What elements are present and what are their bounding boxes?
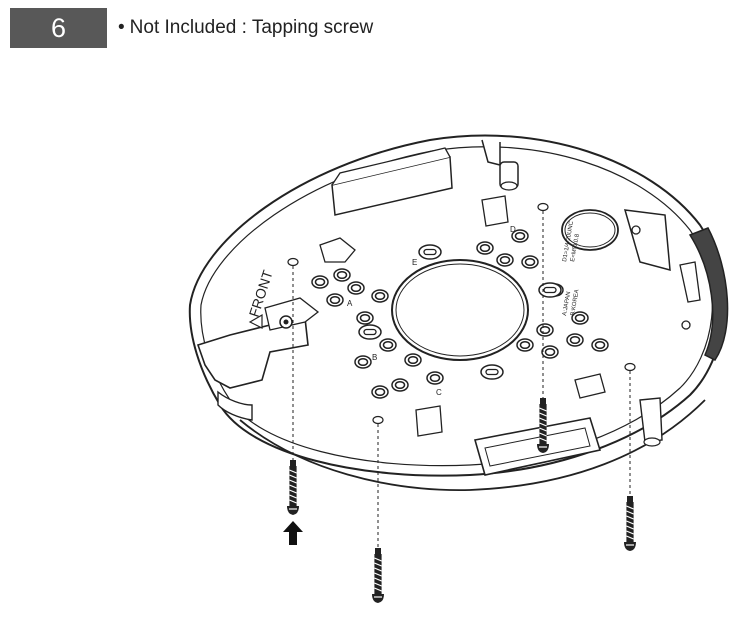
right-latch (639, 397, 663, 443)
hole-letter-a: A (347, 299, 353, 308)
step-note: •Not Included : Tapping screw (118, 17, 373, 39)
plate-text-4: B:KOREA (570, 289, 581, 316)
top-notch (481, 139, 501, 166)
step-number: 6 (50, 12, 67, 43)
center-cable-hole (391, 259, 529, 361)
bullet-icon: • (118, 17, 125, 38)
hole-letter-d: D (510, 225, 516, 234)
step-number-badge: 6 (10, 8, 107, 48)
hole-letter-e: E (412, 258, 417, 267)
plate-text-2: E=M5X0.8 (570, 233, 581, 262)
tapping-screw-4 (623, 495, 637, 552)
up-arrow-icon (283, 521, 303, 545)
tapping-screw-1 (286, 459, 300, 516)
left-latch (196, 317, 309, 389)
plate-text-3: A:JAPAN (562, 291, 572, 316)
tapping-screw-3 (371, 547, 385, 604)
round-pad (561, 209, 619, 251)
right-housing (688, 227, 729, 361)
step-note-text: Not Included : Tapping screw (129, 17, 374, 38)
hole-letter-b: B (372, 353, 377, 362)
hole-letter-c: C (436, 388, 442, 397)
